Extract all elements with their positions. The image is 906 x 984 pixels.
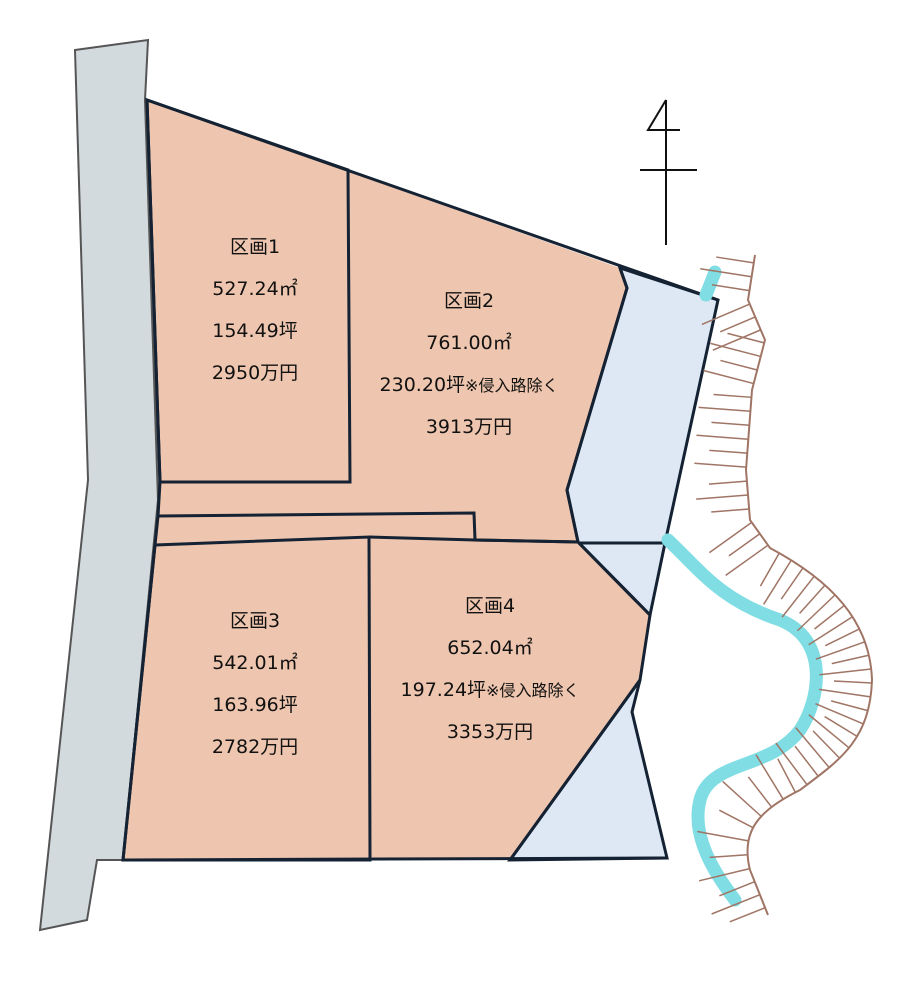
plot-note: ※侵入路除く xyxy=(486,681,580,700)
slope-tick xyxy=(763,559,792,605)
slope-tick xyxy=(755,754,784,800)
slope-tick xyxy=(727,332,765,344)
slope-tick xyxy=(728,533,761,557)
slope-tick xyxy=(781,575,815,618)
slope-tick xyxy=(780,567,804,600)
tsubo-value: 197.24坪 xyxy=(400,679,487,701)
slope-tick xyxy=(812,730,841,759)
slope-tick xyxy=(824,628,860,647)
slope-tick xyxy=(711,508,750,513)
area-value: 542.01 xyxy=(212,652,279,674)
slope-tick xyxy=(747,776,773,808)
plot-area-tsubo: 230.20坪※侵入路除く xyxy=(380,364,559,406)
slope-tick xyxy=(697,830,749,842)
plot-price: 3353万円 xyxy=(446,721,534,743)
plot-name: 区画4 xyxy=(464,595,516,617)
slope-tick xyxy=(696,434,749,440)
plot-area-m2: 652.04㎡ xyxy=(401,627,580,669)
slope-tick xyxy=(815,703,864,725)
plot-area-m2: 761.00㎡ xyxy=(380,322,559,364)
slope-tick xyxy=(814,604,845,630)
plot-note: ※侵入路除く xyxy=(465,376,559,395)
plot-name: 区画2 xyxy=(443,290,495,312)
plot-4-boundary xyxy=(368,535,652,861)
slope-tick xyxy=(722,780,762,817)
slope-tick xyxy=(795,727,830,768)
slope-tick xyxy=(799,584,826,614)
slope-tick xyxy=(729,906,766,923)
slope-tick xyxy=(808,714,850,749)
slope-tick xyxy=(696,494,749,500)
slope-tick xyxy=(830,700,869,712)
plot-price: 3913万円 xyxy=(425,416,513,438)
slope-tick xyxy=(759,552,780,587)
plot-4-label: 区画4 652.04㎡ 197.24坪※侵入路除く 3353万円 xyxy=(401,585,580,753)
slope-tick xyxy=(775,742,808,786)
slope-tick xyxy=(703,369,754,385)
plot-1-label: 区画1 527.24㎡ 154.49坪 2950万円 xyxy=(212,226,298,394)
area-unit: ㎡ xyxy=(278,278,298,300)
plot-name: 区画3 xyxy=(229,610,281,632)
area-value: 527.24 xyxy=(212,278,279,300)
slope-tick xyxy=(694,462,747,468)
slope-tick xyxy=(711,283,750,292)
slope-hatching xyxy=(694,256,872,923)
slope-tick xyxy=(700,268,752,278)
slope-tick xyxy=(725,544,769,577)
slope-tick xyxy=(794,745,819,777)
river xyxy=(661,265,823,907)
slope-tick xyxy=(808,616,853,646)
plot-price: 2950万円 xyxy=(211,362,299,384)
slope-tick xyxy=(709,449,748,454)
slope-tick xyxy=(711,893,761,915)
slope-tick xyxy=(710,342,761,358)
plot-area-tsubo: 154.49坪 xyxy=(212,320,298,342)
plot-area-m2: 527.24㎡ xyxy=(212,268,298,310)
plot-area-tsubo: 163.96坪 xyxy=(212,694,298,716)
slope-tick xyxy=(824,715,858,738)
north-arrow-icon xyxy=(640,99,697,245)
slope-tick xyxy=(720,359,758,371)
slope-tick xyxy=(709,854,748,859)
slope-tick xyxy=(718,809,754,829)
area-unit: ㎡ xyxy=(513,637,533,659)
slope-tick xyxy=(708,480,747,485)
area-value: 761.00 xyxy=(426,332,493,354)
land-area xyxy=(123,100,650,860)
slope-tick xyxy=(819,688,871,698)
slope-tick xyxy=(819,668,872,676)
slope-tick xyxy=(796,594,836,632)
plot-2-label: 区画2 761.00㎡ 230.20坪※侵入路除く 3913万円 xyxy=(380,280,559,448)
area-value: 652.04 xyxy=(447,637,514,659)
road xyxy=(38,38,160,932)
slope-tick xyxy=(719,316,756,333)
area-unit: ㎡ xyxy=(492,332,512,354)
slope-tick xyxy=(777,758,797,793)
slope-tick xyxy=(713,393,752,399)
tsubo-value: 230.20坪 xyxy=(379,374,466,396)
slope-tick xyxy=(716,256,754,264)
slope-tick xyxy=(708,521,753,554)
plot-name: 区画1 xyxy=(229,236,281,258)
plot-3-label: 区画3 542.01㎡ 163.96坪 2782万円 xyxy=(212,600,298,768)
plot-1-boundary xyxy=(145,97,352,484)
plot-area-m2: 542.01㎡ xyxy=(212,642,298,684)
area-unit: ㎡ xyxy=(278,652,298,674)
slope-tick xyxy=(698,867,750,882)
slope-tick xyxy=(719,880,755,897)
slope-tick xyxy=(698,406,751,413)
slope-tick xyxy=(815,641,866,660)
plot-area-tsubo: 197.24坪※侵入路除く xyxy=(401,669,580,711)
slope-tick xyxy=(833,680,872,684)
plot-3-boundary xyxy=(121,535,372,862)
plot-price: 2782万円 xyxy=(211,736,299,758)
slope-line xyxy=(744,254,874,916)
slope-tick xyxy=(701,303,751,326)
slope-tick xyxy=(711,421,750,426)
slope-tick xyxy=(831,654,869,665)
